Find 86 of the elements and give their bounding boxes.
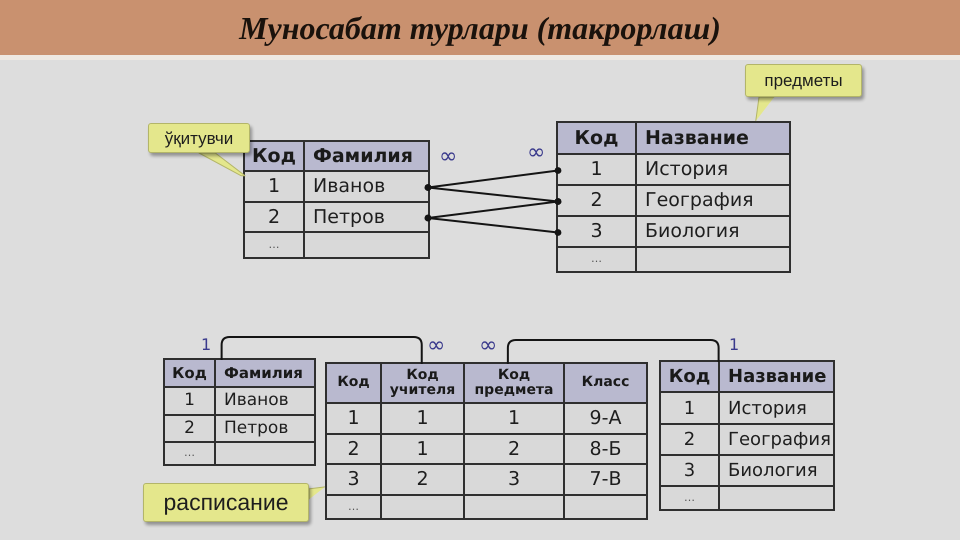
cardinality-label: ∞ [527,142,546,164]
table-row [558,155,789,186]
table-value: Биология [644,219,741,244]
relationship-line [220,336,423,364]
table-value: Петров [223,416,290,440]
table-row [245,203,428,233]
cardinality-label: ∞ [427,335,446,357]
table [325,362,648,520]
table-value: 2 [245,203,305,231]
table [243,140,430,259]
column-header: Код учителя [382,364,465,402]
column-header: Фамилия [223,362,304,384]
table [556,121,791,273]
table [163,358,316,466]
table-value: 1 [558,155,637,184]
table-row [558,217,789,248]
cardinality-label: ∞ [439,146,458,168]
table-value: 2 [165,416,216,441]
header-row [165,360,314,388]
header-row [245,142,428,172]
callout: расписание [143,483,309,522]
column-header: Код [558,123,637,153]
column-header: Код [165,360,216,386]
column-header: Код [245,142,305,170]
table-row [327,465,646,496]
table-value: 2 [661,425,720,454]
callout-pointer [198,152,246,176]
table-value: Петров [312,204,386,230]
table-value: История [727,396,808,420]
column-header: Название [727,364,828,389]
table-row [327,435,646,465]
callout-pointer [755,96,775,122]
table [659,360,835,511]
table-value: 1 [165,388,216,414]
relationship-line [506,339,720,364]
header-row [661,362,833,393]
table-value: 2 [382,465,465,494]
table-value: … [661,487,720,509]
table-value: Биология [727,459,819,483]
cardinality-label: 1 [201,337,212,353]
table-value: 1 [327,404,382,433]
table-value: 9-А [588,406,622,432]
table-value: … [558,248,637,271]
table-value: 1 [382,435,465,463]
table-value: История [644,157,730,182]
table-value: 3 [661,456,720,485]
table-row [661,456,833,487]
table-value: 2 [327,435,382,463]
column-header: Класс [580,373,630,392]
header-row [327,364,646,404]
table-value: География [727,428,832,452]
table-value: География [644,188,755,214]
table-value: 3 [465,465,565,494]
table-value: 2 [465,435,565,463]
column-header: Код предмета [465,364,565,402]
table-row [661,425,833,456]
column-header: Код [661,362,720,391]
table-value: 3 [327,465,382,494]
cardinality-label: ∞ [479,335,498,357]
title: Муносабат турлари (такрорлаш) [239,12,721,44]
column-header: Код [327,364,382,402]
table-value: Иванов [312,174,386,200]
table-row [661,393,833,425]
table-value: 7-В [588,467,622,492]
table-value: 2 [558,186,637,215]
table-value: 1 [245,172,305,201]
table-value: 1 [382,404,465,433]
table-value: 1 [465,404,565,433]
table-value: … [165,443,216,464]
table-row [165,388,314,416]
table-row [558,186,789,217]
table-row [327,404,646,435]
cardinality-label: 1 [729,337,740,353]
column-header: Фамилия [312,144,414,169]
table-value: 3 [558,217,637,246]
table-value: 8-Б [588,436,622,462]
table-row [165,416,314,443]
table-value: … [245,233,305,257]
column-header: Название [644,126,750,151]
callout-pointer [308,486,326,500]
header-row [558,123,789,155]
relationship-line [424,214,562,236]
table-row [245,172,428,203]
table-value: 1 [661,393,720,423]
table-value: Иванов [223,389,290,412]
table-value: … [327,496,382,518]
